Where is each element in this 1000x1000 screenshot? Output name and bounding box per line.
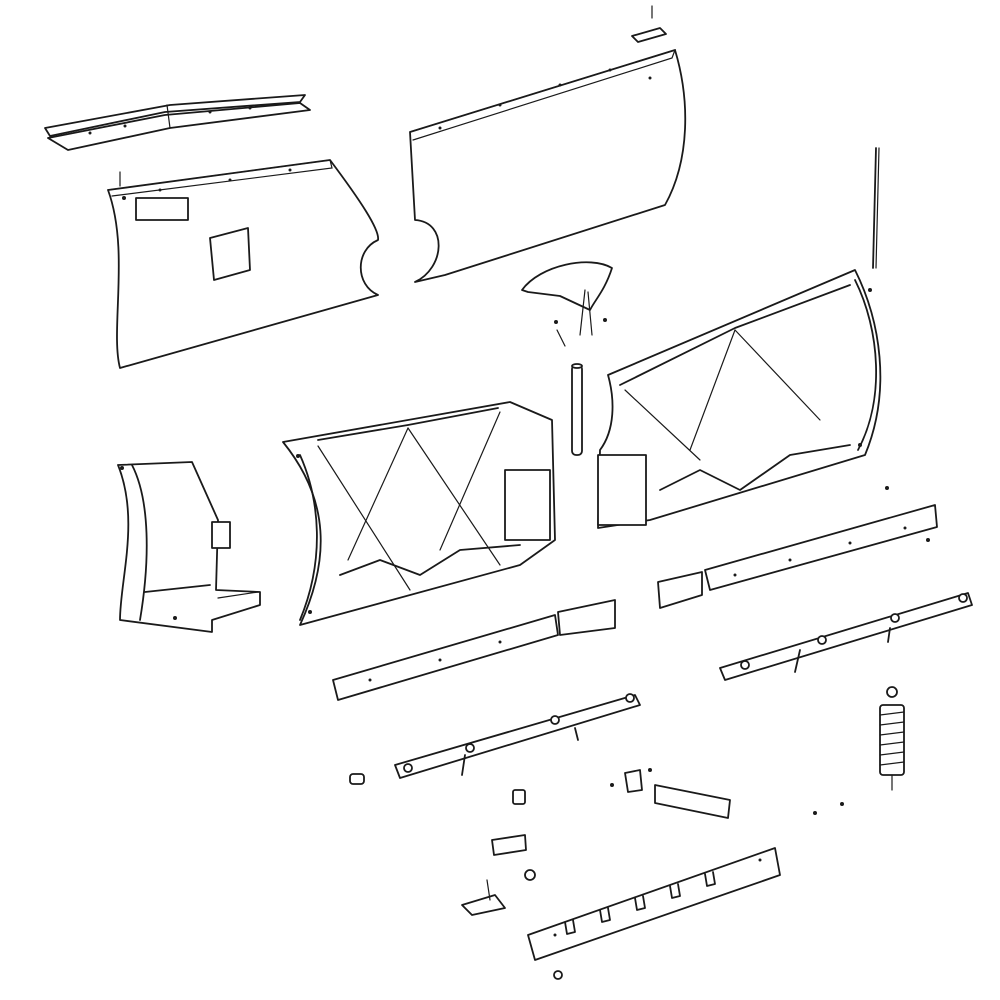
hardware-small-parts <box>349 486 930 916</box>
top-wear-strip-left <box>44 94 311 151</box>
bottom-skid-bar <box>527 847 781 980</box>
right-shoe-rail <box>719 592 973 681</box>
center-edge-plate <box>557 599 616 636</box>
right-edge-plate <box>657 571 703 609</box>
center-cutting-edge <box>332 614 559 701</box>
trip-spring-rod <box>872 147 880 269</box>
right-moldboard-panel <box>409 5 687 283</box>
right-cutting-edge <box>704 504 938 591</box>
left-wing-blade <box>117 461 261 633</box>
pivot-pin <box>571 363 583 456</box>
center-shoe-rail <box>394 693 641 779</box>
trip-spring <box>879 686 905 791</box>
center-blade-frame <box>282 401 556 626</box>
left-moldboard-panel <box>107 159 379 369</box>
wing-deflector <box>521 261 613 347</box>
bracket-arm <box>624 769 731 819</box>
right-blade-frame <box>597 269 882 529</box>
